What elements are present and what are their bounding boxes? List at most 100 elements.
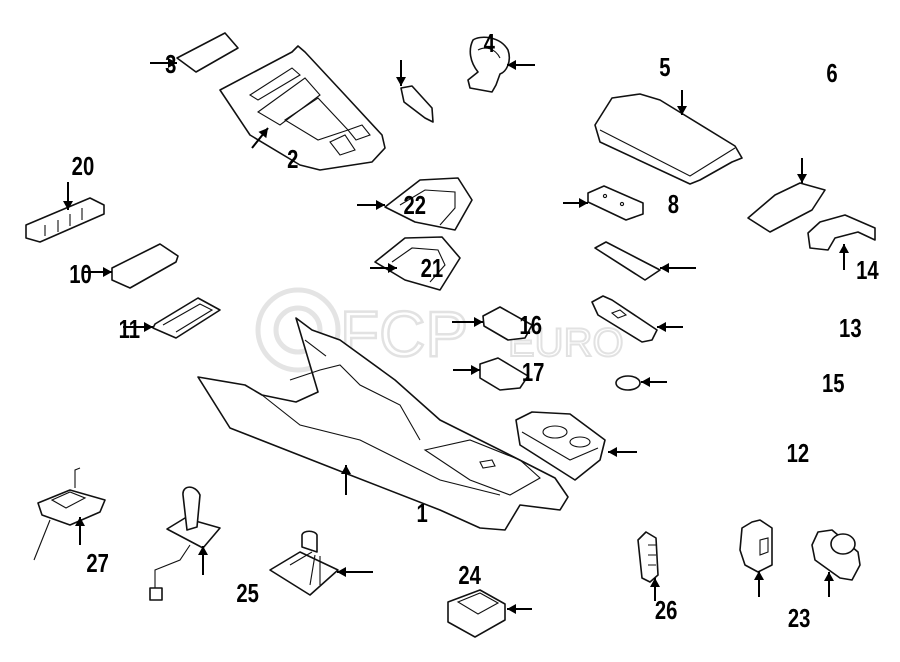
part-10-tray[interactable] <box>111 243 179 289</box>
callout-label-6: 6 <box>826 59 837 88</box>
watermark: FCP EURO <box>255 287 625 373</box>
callout-arrowhead-9 <box>839 244 849 253</box>
callout-5: 5 <box>507 53 671 82</box>
part-2-trim-bezel[interactable] <box>219 45 386 171</box>
part-15-o-ring[interactable] <box>615 375 641 391</box>
callout-label-22: 22 <box>404 191 427 220</box>
callout-arrowhead-17 <box>471 365 480 375</box>
part-9-bracket[interactable] <box>807 214 876 251</box>
callout-arrowhead-4 <box>396 77 406 86</box>
part-20-switch-panel[interactable] <box>25 197 105 243</box>
callout-arrowhead-11 <box>144 322 153 332</box>
callout-25: 25 <box>198 546 259 608</box>
callout-23: 23 <box>650 578 810 633</box>
callout-1: 1 <box>341 465 428 528</box>
watermark-logo-inner <box>273 305 323 355</box>
callout-arrowhead-13 <box>657 322 666 332</box>
callout-2: 2 <box>251 127 298 174</box>
part-17-insert[interactable] <box>479 357 529 391</box>
callout-label-25: 25 <box>236 579 259 608</box>
callout-arrowhead-22 <box>376 200 385 210</box>
callout-arrowhead-5 <box>507 60 516 70</box>
callout-arrowhead-15 <box>641 377 650 387</box>
watermark-logo-ring <box>255 287 341 373</box>
callout-arrowhead-21 <box>388 263 397 273</box>
part-21-bezel[interactable] <box>374 236 461 291</box>
callout-22: 22 <box>357 191 426 220</box>
part-12-cupholder[interactable] <box>515 411 606 481</box>
callout-label-11: 11 <box>119 315 140 344</box>
callout-9: 9 <box>839 244 849 270</box>
callout-arrowhead-27 <box>75 517 85 526</box>
callout-18: 18 <box>824 572 834 597</box>
callout-8: 8 <box>563 190 679 219</box>
callout-label-21: 21 <box>421 254 444 283</box>
callout-arrowhead-23 <box>650 578 660 587</box>
callout-7: 7 <box>797 158 807 183</box>
part-5-shift-knob[interactable] <box>467 36 511 93</box>
callout-label-5: 5 <box>659 53 670 82</box>
callout-27: 27 <box>75 517 109 578</box>
callout-label-26: 26 <box>655 596 678 625</box>
part-27-shifter-base[interactable] <box>33 467 106 561</box>
callout-arrowhead-10 <box>103 267 112 277</box>
part-3-trim-strip[interactable] <box>176 32 239 73</box>
callout-label-16: 16 <box>519 311 542 340</box>
callout-10: 10 <box>69 260 112 289</box>
callout-label-1: 1 <box>416 499 427 528</box>
callout-label-24: 24 <box>458 561 481 590</box>
part-11-tray[interactable] <box>152 297 221 339</box>
callout-16: 16 <box>452 311 542 340</box>
callout-26: 26 <box>507 596 677 625</box>
callout-layer: 1234567891011121314151617181920212223242… <box>63 29 879 633</box>
part-4-trim-insert[interactable] <box>400 85 434 123</box>
part-14-mat[interactable] <box>594 241 661 281</box>
callout-14: 14 <box>660 256 879 285</box>
callout-arrowhead-7 <box>797 174 807 183</box>
callout-arrowhead-20 <box>63 201 73 210</box>
callout-label-20: 20 <box>72 152 95 181</box>
part-18-controller[interactable] <box>811 529 861 581</box>
part-25-shifter[interactable] <box>149 486 221 601</box>
callout-19: 19 <box>754 571 764 597</box>
callout-label-12: 12 <box>787 439 810 468</box>
callout-24: 24 <box>337 561 481 590</box>
part-8-pad[interactable] <box>587 185 644 221</box>
callout-21: 21 <box>370 254 443 283</box>
callout-label-14: 14 <box>856 256 879 285</box>
part-6-armrest-lid[interactable] <box>594 93 743 185</box>
part-13-trim-channel[interactable] <box>591 295 658 343</box>
callout-6: 6 <box>677 59 838 115</box>
callout-3: 3 <box>150 50 177 79</box>
part-23-switch[interactable] <box>637 531 659 583</box>
callout-12: 12 <box>608 439 809 468</box>
callout-arrowhead-8 <box>579 198 588 208</box>
part-24-shift-boot[interactable] <box>269 530 339 596</box>
callout-arrowhead-24 <box>337 567 346 577</box>
callout-label-10: 10 <box>69 260 92 289</box>
part-7-armrest-trim[interactable] <box>747 182 826 233</box>
part-19-switch[interactable] <box>739 519 773 573</box>
callout-label-15: 15 <box>822 369 845 398</box>
part-22-bezel[interactable] <box>384 177 473 231</box>
callout-arrowhead-18 <box>824 572 834 581</box>
callout-arrowhead-3 <box>168 58 177 68</box>
part-1-center-console[interactable] <box>197 317 569 531</box>
callout-arrowhead-14 <box>660 263 669 273</box>
callout-15: 15 <box>641 369 845 398</box>
callout-13: 13 <box>657 314 862 343</box>
callout-label-4: 4 <box>484 29 495 58</box>
part-16-insert[interactable] <box>482 306 533 341</box>
callout-arrowhead-2 <box>258 128 268 139</box>
callout-label-8: 8 <box>668 190 679 219</box>
callout-17: 17 <box>453 358 544 387</box>
callout-label-13: 13 <box>839 314 862 343</box>
callout-arrowhead-1 <box>341 465 351 474</box>
callout-arrowhead-25 <box>198 546 208 555</box>
callout-20: 20 <box>63 152 94 210</box>
callout-label-3: 3 <box>165 50 176 79</box>
callout-label-2: 2 <box>287 145 298 174</box>
callout-4: 4 <box>396 29 495 86</box>
part-26-tray[interactable] <box>447 589 506 638</box>
